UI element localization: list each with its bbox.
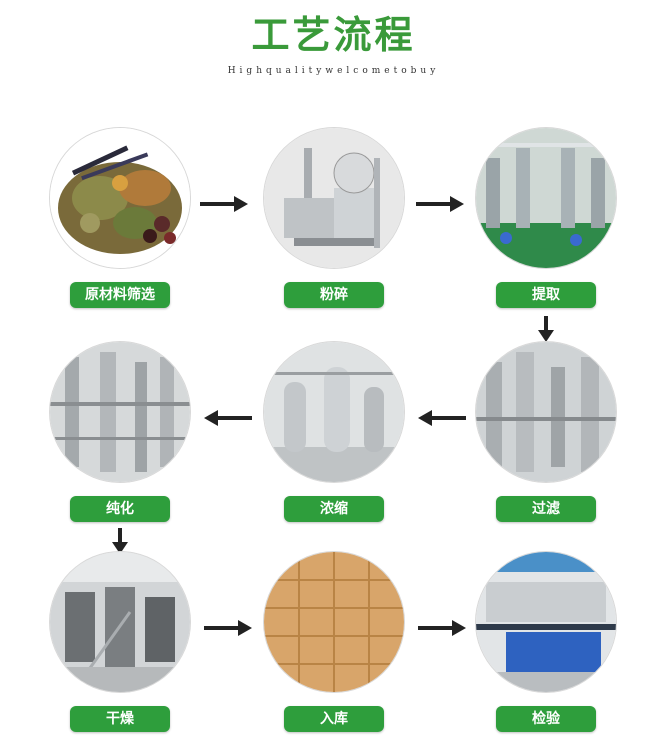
step-warehousing: 入库: [254, 552, 414, 752]
step-grinding: 粉碎: [254, 128, 414, 328]
page-title: 工艺流程: [251, 13, 416, 57]
purification-equipment-image: [50, 342, 190, 482]
arrow-right-icon: [200, 196, 248, 212]
warehouse-boxes-image: [264, 552, 404, 692]
drying-plant-image: [50, 552, 190, 692]
extraction-workshop-image: [476, 128, 616, 268]
step-purification: 纯化: [40, 342, 200, 542]
arrow-right-icon: [416, 196, 464, 212]
arrow-left-icon: [204, 410, 252, 426]
arrow-left-icon: [418, 410, 466, 426]
grinder-machine-image: [264, 128, 404, 268]
step-label: 干燥: [70, 706, 170, 732]
laboratory-image: [476, 552, 616, 692]
step-label: 入库: [284, 706, 384, 732]
step-inspection: 检验: [466, 552, 626, 752]
arrow-down-icon: [538, 316, 554, 342]
filtration-equipment-image: [476, 342, 616, 482]
concentration-equipment-image: [264, 342, 404, 482]
step-label: 过滤: [496, 496, 596, 522]
step-label: 原材料筛选: [70, 282, 170, 308]
page-subtitle: Highqualitywelcometobuy: [227, 66, 440, 76]
step-raw-material-screening: 原材料筛选: [40, 128, 200, 328]
step-label: 提取: [496, 282, 596, 308]
step-label: 浓缩: [284, 496, 384, 522]
step-label: 粉碎: [284, 282, 384, 308]
step-concentration: 浓缩: [254, 342, 414, 542]
step-extraction: 提取: [466, 128, 626, 328]
step-label: 检验: [496, 706, 596, 732]
arrow-down-icon: [112, 528, 128, 554]
step-label: 纯化: [70, 496, 170, 522]
arrow-right-icon: [418, 620, 466, 636]
step-drying: 干燥: [40, 552, 200, 752]
arrow-right-icon: [204, 620, 252, 636]
step-filtration: 过滤: [466, 342, 626, 542]
raw-herbs-image: [50, 128, 190, 268]
